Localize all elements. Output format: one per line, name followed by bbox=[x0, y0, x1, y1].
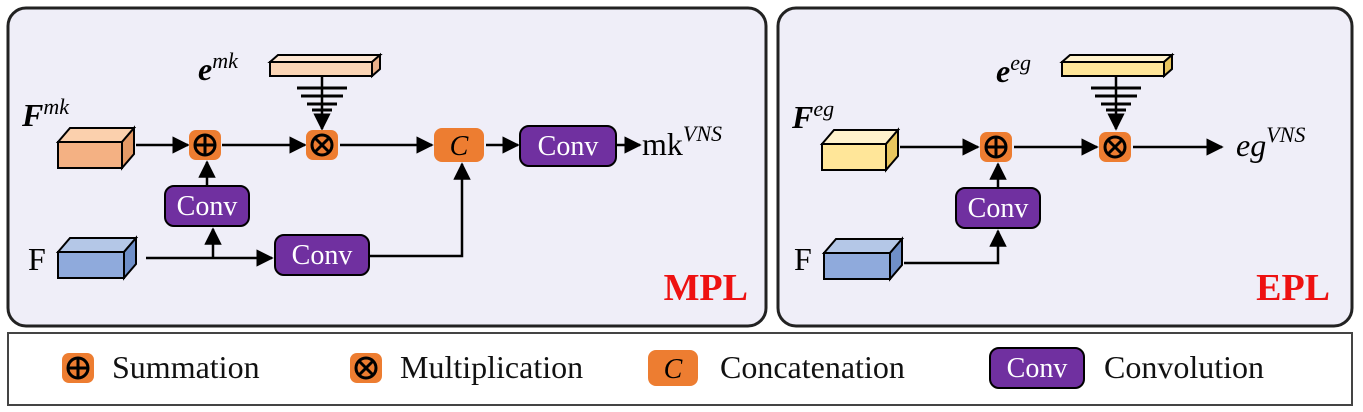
svg-text:Conv: Conv bbox=[1007, 353, 1068, 384]
svg-text:Conv: Conv bbox=[968, 193, 1029, 224]
epl-conv: Conv bbox=[955, 187, 1041, 229]
legend-summation-icon bbox=[62, 353, 94, 383]
legend-convolution-label: Convolution bbox=[1104, 349, 1264, 385]
legend-multiplication-icon bbox=[350, 353, 382, 383]
epl-input-block bbox=[821, 236, 905, 282]
legend-concatenation-label: Concatenation bbox=[720, 349, 905, 385]
epl-tag: EPL bbox=[1256, 267, 1330, 309]
mpl-conv-bottom: Conv bbox=[274, 234, 370, 276]
epl-feature-label: Feg bbox=[791, 96, 834, 135]
mpl-output-label: mkVNS bbox=[642, 121, 722, 162]
epl-panel: Feg eeg bbox=[776, 6, 1354, 328]
mpl-concat-op: C bbox=[434, 128, 484, 162]
epl-embed-label: eeg bbox=[996, 50, 1031, 89]
legend: Summation Multiplication C Concatenation… bbox=[7, 332, 1353, 406]
epl-multiplication-op bbox=[1099, 132, 1131, 162]
epl-input-label: F bbox=[794, 241, 812, 277]
mpl-input-label: F bbox=[28, 241, 46, 277]
epl-embed-block bbox=[1059, 52, 1175, 79]
epl-feature-block bbox=[819, 127, 901, 173]
mpl-panel: Fmk emk bbox=[6, 6, 768, 328]
mpl-conv-left: Conv bbox=[164, 185, 250, 227]
svg-text:C: C bbox=[450, 131, 469, 162]
mpl-multiplication-op bbox=[306, 130, 338, 160]
legend-summation-label: Summation bbox=[112, 349, 260, 385]
svg-text:Conv: Conv bbox=[292, 240, 353, 271]
legend-conv-icon: Conv bbox=[989, 347, 1085, 389]
epl-output-label: egVNS bbox=[1236, 122, 1305, 163]
mpl-feature-block bbox=[55, 125, 137, 171]
legend-multiplication-label: Multiplication bbox=[400, 349, 583, 385]
mpl-embed-label: emk bbox=[198, 48, 239, 87]
mpl-tag: MPL bbox=[664, 267, 748, 309]
svg-text:Conv: Conv bbox=[538, 131, 599, 162]
mpl-embed-block bbox=[267, 52, 383, 79]
mpl-summation-op bbox=[189, 130, 221, 160]
mpl-conv-output: Conv bbox=[519, 125, 617, 167]
epl-summation-op bbox=[980, 132, 1012, 162]
svg-text:Conv: Conv bbox=[177, 191, 238, 222]
mpl-feature-label: Fmk bbox=[21, 94, 70, 133]
svg-text:C: C bbox=[664, 354, 683, 385]
mpl-panel-frame bbox=[6, 6, 768, 328]
epl-panel-frame bbox=[776, 6, 1354, 328]
mpl-input-block bbox=[55, 235, 139, 281]
legend-concat-icon: C bbox=[648, 350, 698, 386]
